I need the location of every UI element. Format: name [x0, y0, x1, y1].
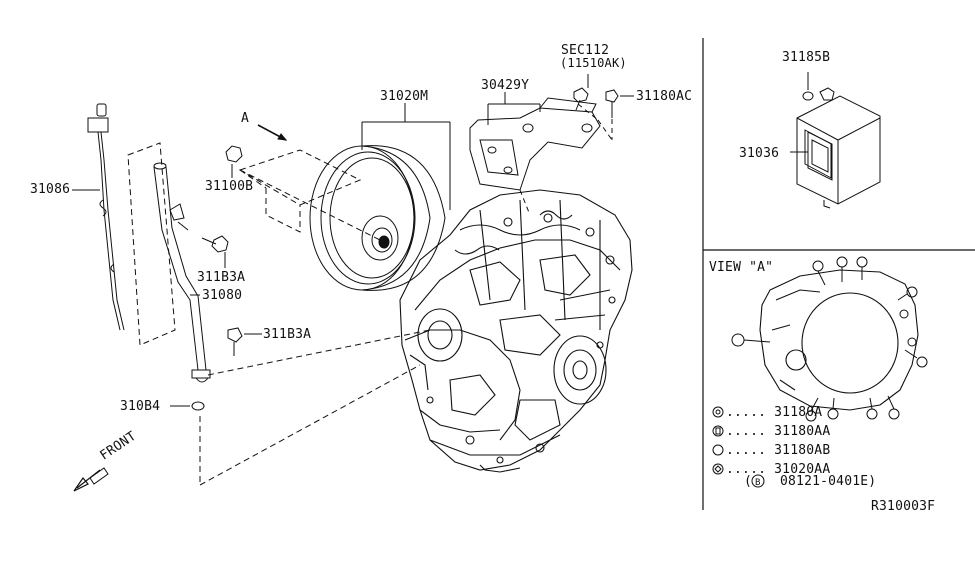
view-a-arrow: [257, 124, 288, 141]
label-31100b: 31100B: [205, 179, 254, 194]
bolt-311b3a-upper: [201, 235, 229, 268]
bracket-dashed-guides: [519, 103, 613, 216]
legend-text-b: ..... 31180AA: [726, 424, 831, 439]
reference-code: R310003F: [871, 499, 936, 514]
label-31086: 31086: [30, 182, 71, 197]
legend-note-text: 08121-0401E): [780, 474, 877, 489]
leader-31020m: [361, 103, 451, 210]
charging-pipe-31080: [153, 162, 211, 383]
view-a-housing: [759, 269, 919, 411]
legend-note-symbol: B: [755, 478, 760, 488]
label-31020m: 31020M: [380, 89, 429, 104]
legend-symbol-d: [712, 463, 724, 475]
leader-30429y: [487, 92, 541, 125]
dipstick-31086: [87, 103, 125, 331]
label-view-a-arrow: A: [241, 111, 250, 126]
view-a-bolt-markers: [731, 256, 928, 422]
legend-text-a: ..... 31180A: [726, 405, 823, 420]
bolt-31100b: [225, 145, 243, 178]
label-311b3a-upper: 311B3A: [197, 270, 246, 285]
label-311b3a-lower: 311B3A: [263, 327, 312, 342]
legend-symbol-B: [751, 474, 765, 488]
torque-converter-dashed-box: [238, 149, 362, 233]
tcm-module-31036: [790, 72, 881, 209]
legend-text-c: ..... 31180AB: [726, 443, 831, 458]
label-sec112: SEC112: [561, 43, 610, 58]
bolt-31180ac: [605, 89, 634, 118]
o-ring-310b4: [191, 401, 205, 411]
label-31185b: 31185B: [782, 50, 831, 65]
legend-text-d: ..... 31020AA: [726, 462, 831, 477]
torque-converter-31020m: [309, 145, 446, 291]
label-30429y: 30429Y: [481, 78, 530, 93]
view-a-title: VIEW "A": [709, 260, 774, 275]
legend-symbols: [712, 406, 765, 488]
pipe-dashed-guides: [199, 329, 431, 486]
label-31036: 31036: [739, 146, 780, 161]
front-arrow-icon: [73, 467, 109, 492]
converter-axis-dashed: [239, 169, 381, 241]
bracket-30429y: [469, 97, 601, 191]
legend-symbol-b: [712, 425, 724, 437]
label-31180ac: 31180AC: [636, 89, 693, 104]
dipstick-dashed-guide: [127, 142, 176, 346]
bolt-311b3a-lower: [227, 327, 262, 356]
legend-note-prefix: (: [744, 474, 753, 489]
legend-symbol-c: [712, 444, 724, 456]
label-sec112-sub: (11510AK): [560, 56, 627, 70]
bolt-sec112: [573, 74, 589, 111]
legend-symbol-a: [712, 406, 724, 418]
label-31080: 31080: [202, 288, 243, 303]
transmission-assembly: [399, 189, 633, 473]
label-310b4: 310B4: [120, 399, 161, 414]
